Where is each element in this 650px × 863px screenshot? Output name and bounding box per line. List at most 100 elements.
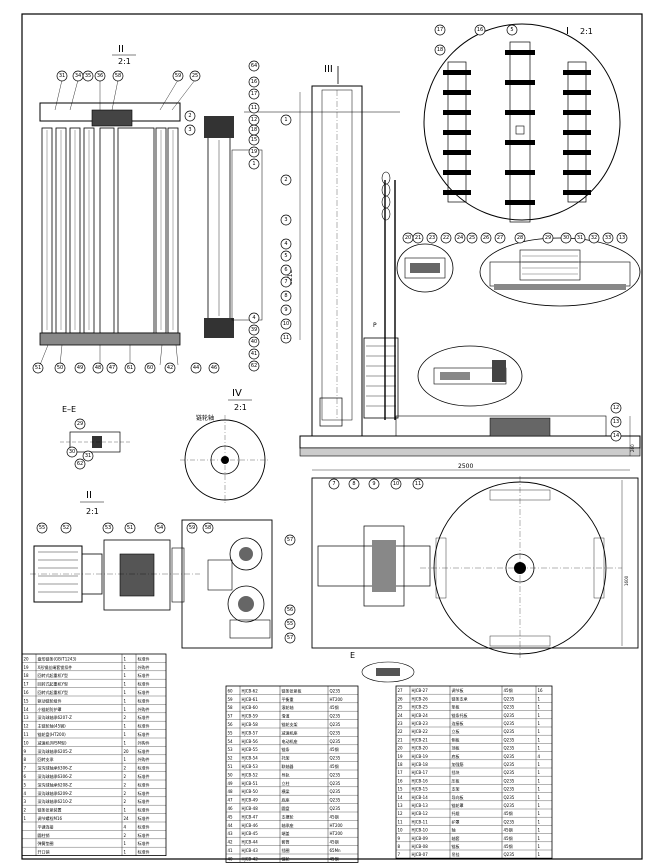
balloon-label: 26 xyxy=(483,235,489,241)
table-cell-no: 50 xyxy=(228,772,234,777)
table-cell-qty: 1 xyxy=(538,811,541,816)
table-cell-no: 56 xyxy=(228,722,234,727)
table-cell-qty: 1 xyxy=(124,656,127,661)
balloon-marker: 4 xyxy=(280,238,292,250)
table-cell-qty: 1 xyxy=(538,770,541,775)
section-e-e: E–E xyxy=(60,405,130,453)
table-cell-mat: 45钢 xyxy=(504,687,513,693)
balloon-marker: 10 xyxy=(280,318,292,330)
table-cell-qty: 1 xyxy=(538,746,541,751)
balloon-marker: 58 xyxy=(202,522,214,534)
table-cell-mat: HT200 xyxy=(330,831,344,836)
table-cell-name: 联轴器 xyxy=(282,763,294,769)
table-cell-mat: 外购件 xyxy=(138,706,150,712)
table-cell-mat: 45钢 xyxy=(330,839,339,845)
balloon-marker: 35 xyxy=(82,70,94,82)
dim-base-height: 260 xyxy=(630,444,635,452)
table-cell-mat: Q235 xyxy=(504,737,515,742)
table-cell-mat: 45钢 xyxy=(504,835,513,841)
table-cell-qty: 1 xyxy=(124,698,127,703)
balloon-marker: 23 xyxy=(426,232,438,244)
table-cell-no: 18 xyxy=(398,762,404,767)
table-cell-no: 3 xyxy=(24,799,27,804)
balloon-label: 31 xyxy=(577,235,583,241)
table-cell-qty: 1 xyxy=(538,713,541,718)
dim-base-width: 2500 xyxy=(458,463,473,470)
table-cell-qty: 4 xyxy=(538,754,541,759)
table-cell-qty: 1 xyxy=(124,682,127,687)
table-cell-code: HJCB-15 xyxy=(412,787,429,792)
balloon-marker: 3 xyxy=(184,124,196,136)
balloon-label: 7 xyxy=(284,279,287,285)
table-cell-no: 55 xyxy=(228,730,234,735)
table-cell-no: 60 xyxy=(228,688,234,693)
dim-height: 3213 xyxy=(287,270,294,285)
balloon-marker: 32 xyxy=(588,232,600,244)
balloon-label: 41 xyxy=(251,351,257,357)
balloon-label: 21 xyxy=(415,235,421,241)
table-cell-no: 14 xyxy=(24,707,30,712)
table-cell-qty: 1 xyxy=(124,740,127,745)
table-cell-mat: Q235 xyxy=(504,721,515,726)
balloon-marker: 17 xyxy=(248,88,260,100)
table-cell-mat: 45钢 xyxy=(330,813,339,819)
balloon-marker: 1 xyxy=(280,114,292,126)
balloon-marker: 34 xyxy=(72,70,84,82)
table-cell-name: 加强筋 xyxy=(452,761,464,767)
balloon-marker: 16 xyxy=(474,24,486,36)
view-ii-bottom-left: II 2:1 xyxy=(30,490,200,611)
table-cell-code: HJCB-12 xyxy=(412,811,429,816)
table-cell-name: 减速机(WSM型) xyxy=(38,739,68,745)
table-cell-mat: Q235 xyxy=(330,806,341,811)
balloon-marker: 8 xyxy=(280,290,292,302)
table-cell-name: 链条托板 xyxy=(452,712,468,718)
balloon-marker: 47 xyxy=(106,362,118,374)
table-cell-mat: Q235 xyxy=(330,756,341,761)
balloon-label: 64 xyxy=(251,63,257,69)
table-cell-name: 链条张紧装置 xyxy=(38,807,62,813)
table-cell-no: 4 xyxy=(24,791,27,796)
balloon-label: 61 xyxy=(127,365,133,371)
table-cell-code: HJCB-18 xyxy=(412,762,429,767)
table-cell-mat: Q235 xyxy=(330,789,341,794)
table-cell-no: 1 xyxy=(24,816,27,821)
plan-view: 1600 E xyxy=(311,476,639,683)
table-cell-mat: Q235 xyxy=(330,739,341,744)
balloon-marker: 2 xyxy=(184,110,196,122)
table-cell-code: HJCB-46 xyxy=(242,823,259,828)
balloon-marker: 57 xyxy=(284,632,296,644)
table-cell-no: 27 xyxy=(398,688,404,693)
sheet-border xyxy=(21,13,643,860)
table-cell-no: 24 xyxy=(398,713,404,718)
table-cell-no: 13 xyxy=(24,715,30,720)
plan-section-e-marker: E xyxy=(350,651,355,660)
balloon-marker: 19 xyxy=(248,146,260,158)
balloon-label: 56 xyxy=(287,607,293,613)
balloon-label: 39 xyxy=(251,327,257,333)
balloon-label: 60 xyxy=(147,365,153,371)
view-ii-scale: 2:1 xyxy=(118,57,131,66)
balloon-label: 52 xyxy=(63,525,69,531)
table-cell-code: HJCB-25 xyxy=(412,705,429,710)
table-cell-qty: 1 xyxy=(124,665,127,670)
table-cell-mat: Q235 xyxy=(504,852,515,857)
table-cell-mat: Q235 xyxy=(330,781,341,786)
table-cell-name: 回转式起重机Y型 xyxy=(38,672,68,678)
balloon-label: 53 xyxy=(105,525,111,531)
view-ii-top-left: II 2:1 xyxy=(39,44,263,366)
balloon-label: 11 xyxy=(283,335,289,341)
balloon-label: 12 xyxy=(251,117,257,123)
balloon-label: 42 xyxy=(167,365,173,371)
table-cell-no: 54 xyxy=(228,739,234,744)
balloon-label: 2 xyxy=(188,113,191,119)
